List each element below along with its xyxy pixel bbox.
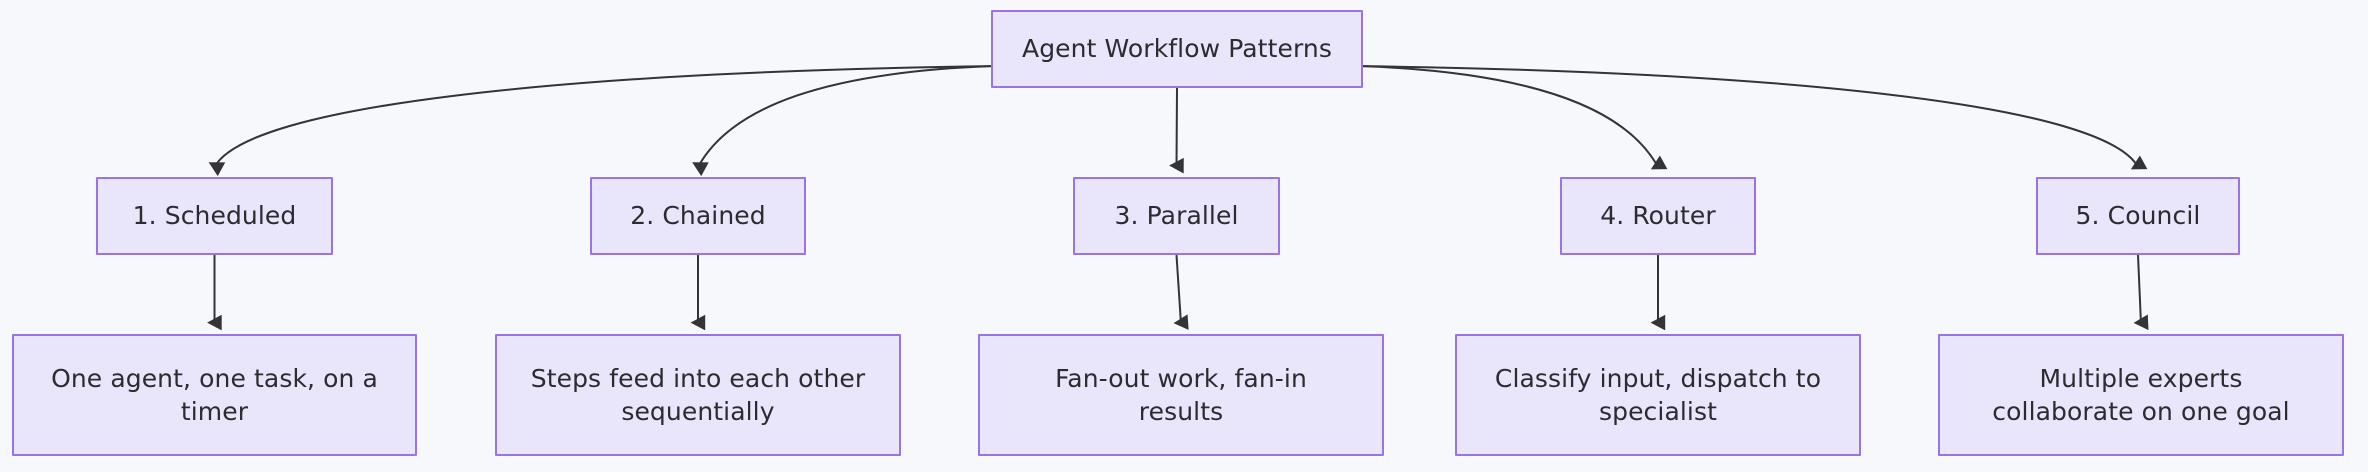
node-pattern-chained[interactable]: 2. Chained bbox=[590, 177, 806, 255]
node-pattern-scheduled-label: 1. Scheduled bbox=[132, 201, 297, 231]
node-desc-parallel-label: Fan-out work, fan-in results bbox=[1055, 363, 1307, 427]
node-pattern-council-label: 5. Council bbox=[2075, 201, 2201, 231]
node-root[interactable]: Agent Workflow Patterns bbox=[991, 10, 1363, 88]
node-desc-scheduled[interactable]: One agent, one task, on a timer bbox=[12, 334, 417, 456]
node-pattern-council[interactable]: 5. Council bbox=[2036, 177, 2240, 255]
node-pattern-parallel[interactable]: 3. Parallel bbox=[1073, 177, 1280, 255]
node-desc-scheduled-label: One agent, one task, on a timer bbox=[51, 363, 378, 427]
node-desc-chained[interactable]: Steps feed into each other sequentially bbox=[495, 334, 901, 456]
edge bbox=[1362, 65, 2148, 170]
node-desc-chained-label: Steps feed into each other sequentially bbox=[530, 363, 866, 427]
node-pattern-router[interactable]: 4. Router bbox=[1560, 177, 1756, 255]
node-desc-router[interactable]: Classify input, dispatch to specialist bbox=[1455, 334, 1861, 456]
node-pattern-parallel-label: 3. Parallel bbox=[1114, 201, 1239, 231]
node-pattern-router-label: 4. Router bbox=[1600, 201, 1716, 231]
node-pattern-chained-label: 2. Chained bbox=[630, 201, 766, 231]
node-desc-council[interactable]: Multiple experts collaborate on one goal bbox=[1938, 334, 2344, 456]
node-pattern-scheduled[interactable]: 1. Scheduled bbox=[96, 177, 333, 255]
node-desc-council-label: Multiple experts collaborate on one goal bbox=[1992, 363, 2290, 427]
node-root-label: Agent Workflow Patterns bbox=[1022, 34, 1332, 64]
edge bbox=[1169, 87, 1184, 174]
node-desc-parallel[interactable]: Fan-out work, fan-in results bbox=[978, 334, 1384, 456]
edge bbox=[2133, 254, 2149, 331]
edge bbox=[692, 65, 992, 177]
edge bbox=[1362, 65, 1668, 170]
edge bbox=[1173, 254, 1189, 330]
node-desc-router-label: Classify input, dispatch to specialist bbox=[1494, 363, 1822, 427]
edge bbox=[208, 65, 992, 177]
